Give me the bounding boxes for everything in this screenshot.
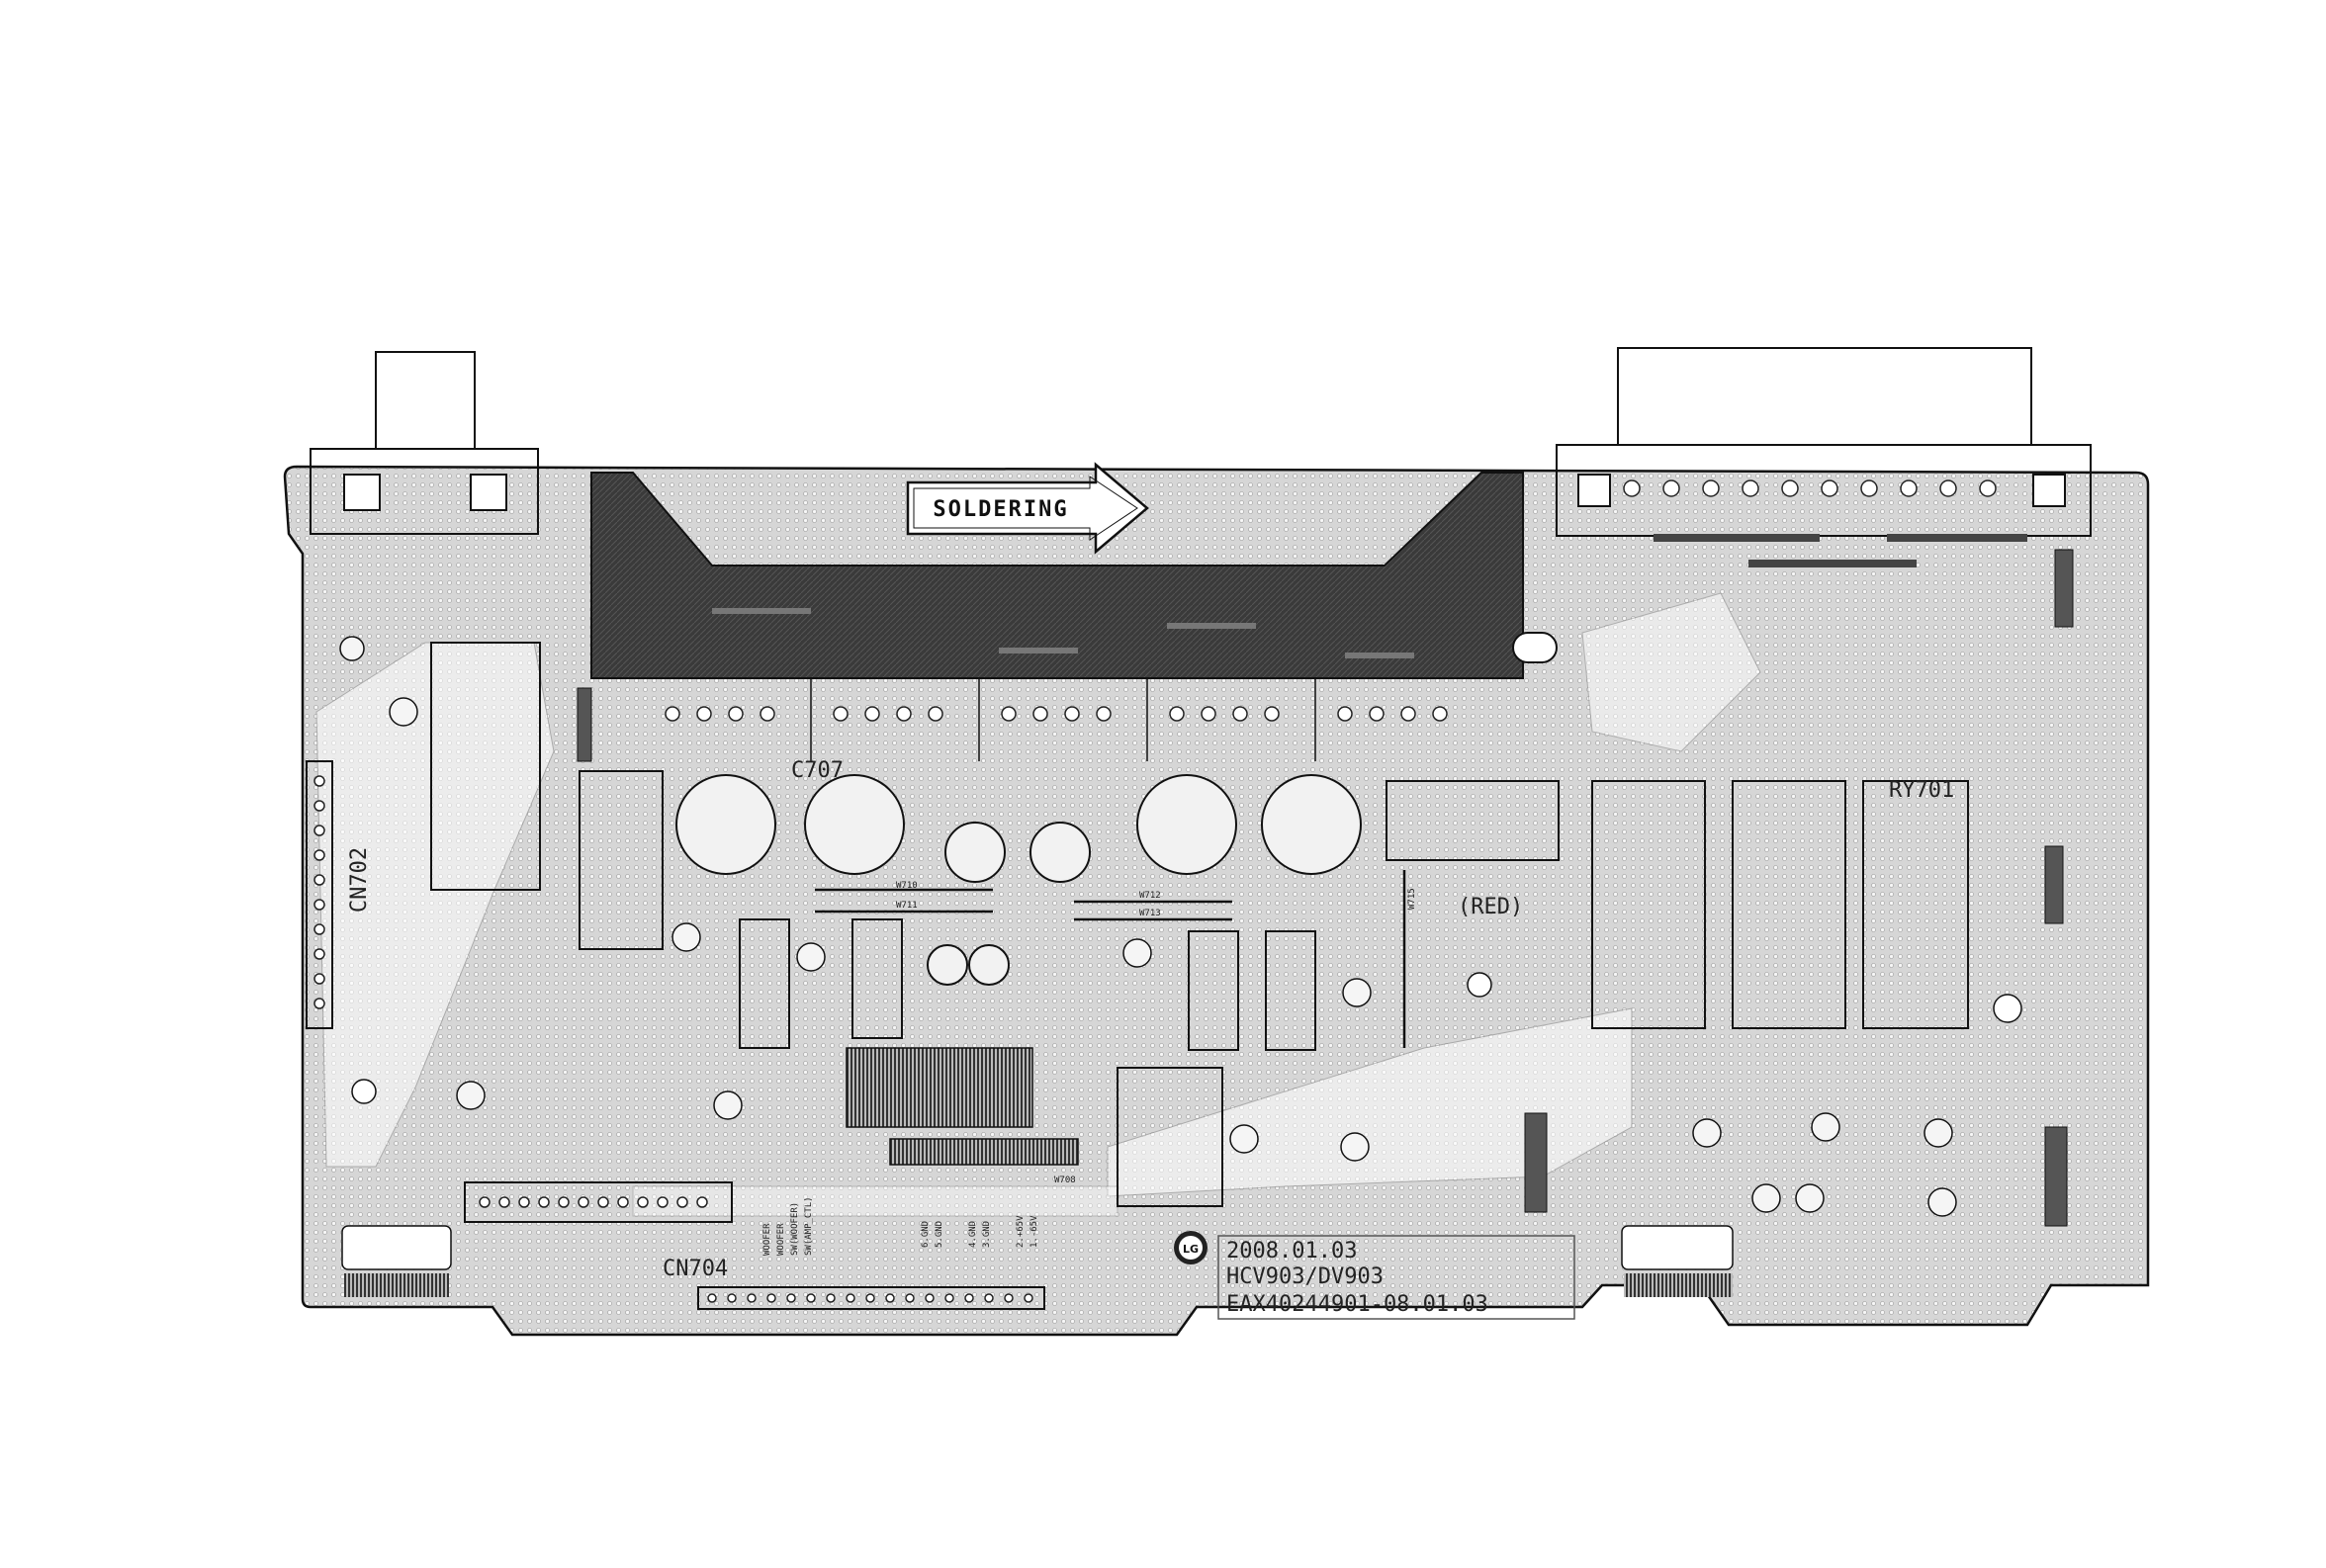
mounting-slot [1513, 633, 1557, 662]
jack-housing-left [376, 352, 475, 449]
jumper-label: W711 [896, 901, 918, 911]
speaker-terminal-housing [1618, 348, 2031, 445]
edge-strip [1624, 1273, 1733, 1297]
jumper-strip [890, 1139, 1078, 1165]
stamp-date: 2008.01.03 [1226, 1239, 1357, 1263]
power-pin-label: 1.-65V [1029, 1215, 1039, 1248]
jumper-label: W715 [1407, 888, 1417, 910]
power-pin-label: 6.GND [921, 1221, 931, 1248]
smd-strip [1654, 534, 1820, 542]
edge-strip [344, 1273, 449, 1297]
flex-connector [1525, 1113, 1547, 1212]
jack-pad [471, 475, 506, 510]
soldering-label: SOLDERING [933, 497, 1068, 522]
power-pin-label: 3.GND [982, 1221, 992, 1248]
stamp-part-number: EAX40244901-08.01.03 [1226, 1292, 1488, 1317]
jumper-label: W708 [1054, 1176, 1076, 1185]
jumper-label: W713 [1139, 909, 1161, 918]
stamp-model: HCV903/DV903 [1226, 1264, 1384, 1289]
jumper-bank [847, 1048, 1032, 1127]
ry701-label: RY701 [1889, 778, 1954, 803]
power-pin-label: 5.GND [935, 1221, 944, 1248]
power-pin-label: 2.+65V [1016, 1215, 1026, 1248]
signal-label: WOOFER [762, 1223, 772, 1256]
power-pin-label: 4.GND [968, 1221, 978, 1248]
jumper-label: W710 [896, 881, 918, 891]
c707-label: C707 [791, 758, 844, 783]
signal-label: SW(AMP_CTL) [804, 1196, 814, 1256]
smd-strip [1748, 560, 1917, 567]
jack-pad [344, 475, 380, 510]
terminal-pad [2033, 475, 2065, 506]
cutout [342, 1226, 451, 1269]
flex-connector [2045, 1127, 2067, 1226]
lg-logo-text: LG [1183, 1243, 1199, 1256]
flex-connector [578, 688, 591, 761]
flex-connector [2045, 846, 2063, 923]
terminal-pad [1578, 475, 1610, 506]
cn704-label: CN704 [663, 1257, 728, 1281]
cn702-label: CN702 [347, 847, 372, 913]
smd-strip [1887, 534, 2027, 542]
cutout [1622, 1226, 1733, 1269]
lg-logo: LG [1174, 1231, 1208, 1264]
signal-label: WOOFER [776, 1223, 786, 1256]
signal-label: SW(WOOFER) [790, 1202, 800, 1256]
jumper-label: W712 [1139, 891, 1161, 901]
flex-connector [2055, 550, 2073, 627]
red-label: (RED) [1458, 895, 1523, 919]
